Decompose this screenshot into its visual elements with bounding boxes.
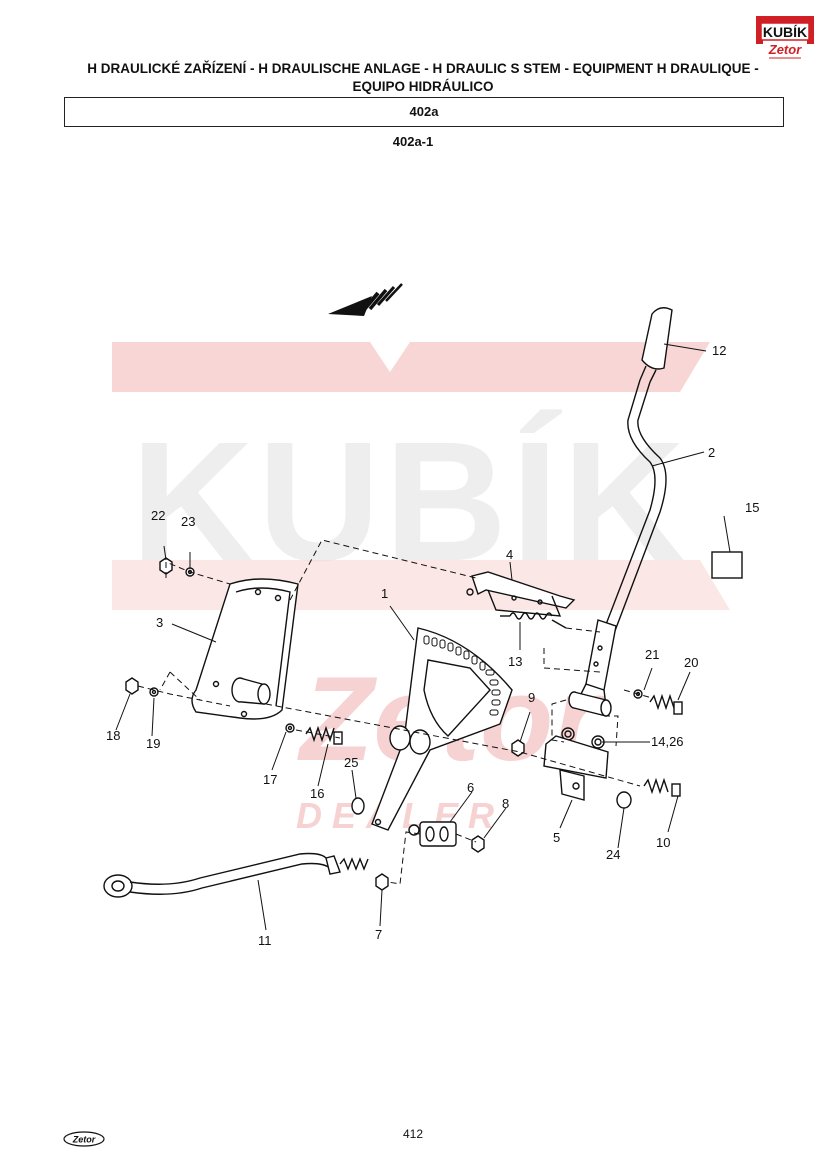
part-label-25: 25	[344, 755, 358, 770]
title-line-2: EQUIPO HIDRÁULICO	[352, 79, 494, 94]
part-labels: 12 1 2 3 4 5 6 7 8 9 10 11 13 14,26 15 1…	[106, 343, 759, 948]
title-line-1: H DRAULICKÉ ZAŘÍZENÍ - H DRAULISCHE ANLA…	[87, 61, 759, 76]
part-label-6: 6	[467, 780, 474, 795]
part-label-3: 3	[156, 615, 163, 630]
part-label-22: 22	[151, 508, 165, 523]
part-label-15: 15	[745, 500, 759, 515]
part-label-18: 18	[106, 728, 120, 743]
subsection-title: 402a-1	[392, 134, 434, 149]
section-box: 402a	[64, 97, 784, 127]
part-4-plate	[466, 571, 576, 617]
part-2-lever	[576, 379, 667, 707]
part-label-13: 13	[508, 654, 522, 669]
part-label-8: 8	[502, 796, 509, 811]
part-label-24: 24	[606, 847, 620, 862]
leader-lines	[115, 343, 731, 931]
part-label-20: 20	[684, 655, 698, 670]
watermark: KUBÍK Zetor DEALER	[112, 342, 730, 836]
part-label-5: 5	[553, 830, 560, 845]
part-label-12: 12	[712, 343, 726, 358]
direction-arrow-icon	[328, 283, 403, 316]
assembly-lines	[137, 539, 653, 885]
part-6-block	[408, 821, 457, 847]
part-label-17: 17	[263, 772, 277, 787]
page-number: 412	[402, 1127, 424, 1141]
part-label-4: 4	[506, 547, 513, 562]
part-label-11: 11	[258, 933, 272, 948]
part-3-bracket	[191, 578, 299, 720]
page-title: H DRAULICKÉ ZAŘÍZENÍ - H DRAULISCHE ANLA…	[40, 60, 806, 96]
logo-top-text: KUBÍK	[763, 24, 807, 40]
part-11-rod	[103, 852, 369, 898]
part-12-knob	[639, 307, 673, 383]
zetor-footer-logo: Zetor	[63, 1131, 105, 1147]
part-label-21: 21	[645, 647, 659, 662]
part-label-7: 7	[375, 927, 382, 942]
part-label-19: 19	[146, 736, 160, 751]
part-15-label	[711, 551, 743, 579]
part-1-quadrant	[371, 627, 513, 831]
part-5-assembly	[543, 691, 612, 801]
part-label-10: 10	[656, 835, 670, 850]
kubik-logo: KUBÍK Zetor	[756, 16, 814, 59]
footer-logo-text: Zetor	[72, 1135, 96, 1145]
watermark-main-text: KUBÍK	[131, 407, 689, 597]
part-label-9: 9	[528, 690, 535, 705]
part-label-2: 2	[708, 445, 715, 460]
part-label-16: 16	[310, 786, 324, 801]
part-label-14-26: 14,26	[651, 734, 684, 749]
logo-bottom-text: Zetor	[768, 42, 802, 57]
part-label-1: 1	[381, 586, 388, 601]
part-13-spring	[500, 612, 567, 629]
part-label-23: 23	[181, 514, 195, 529]
